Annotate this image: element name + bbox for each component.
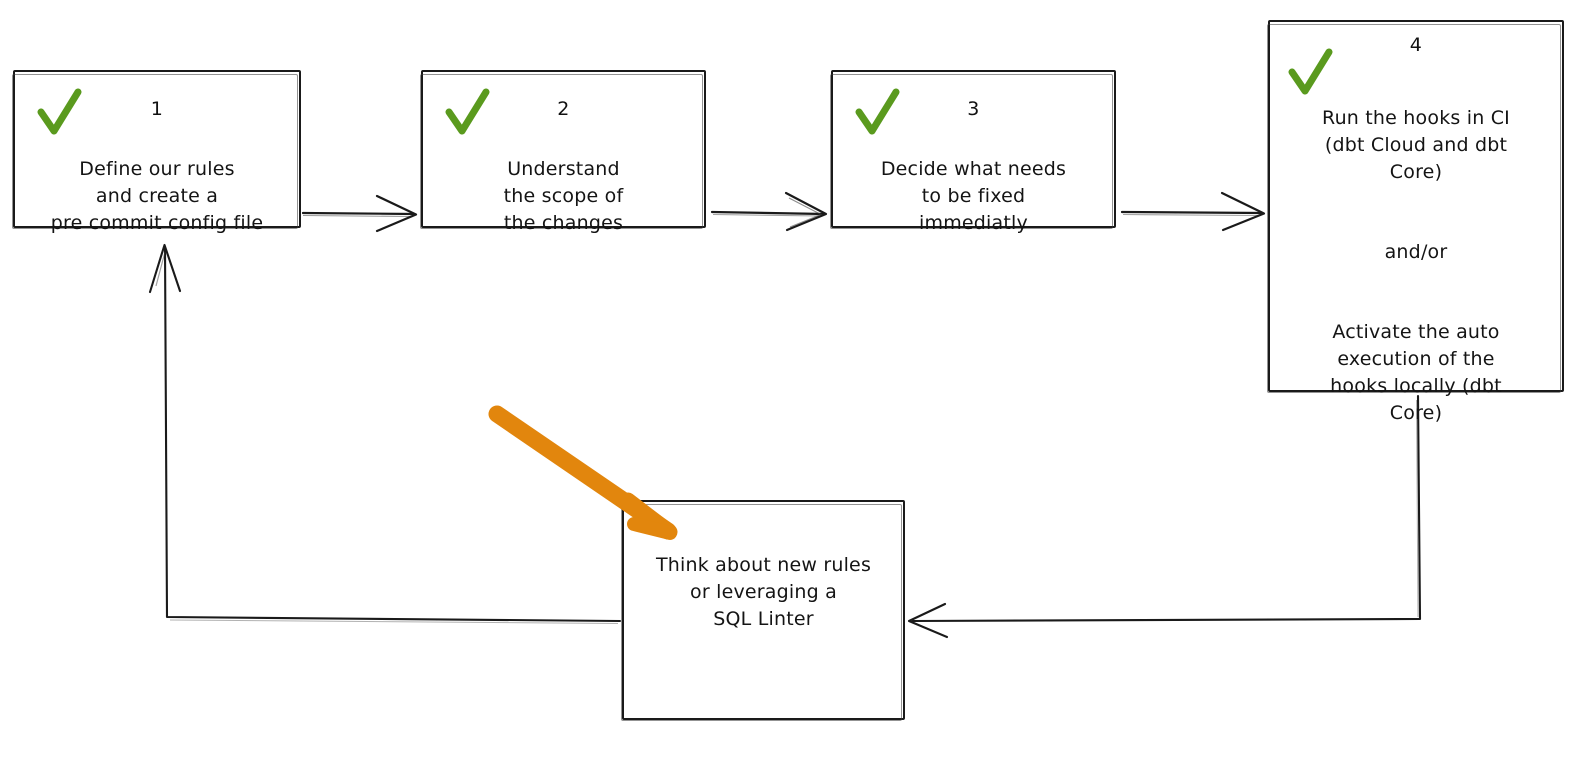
arrow-2-to-3	[710, 191, 828, 232]
arrow-1-to-2	[301, 194, 418, 233]
node-step-1[interactable]: 1 Define our rules and create a pre comm…	[12, 70, 301, 234]
node-text-step-1: Define our rules and create a pre commit…	[50, 158, 264, 234]
node-step-3[interactable]: 3 Decide what needs to be fixed immediat…	[830, 70, 1116, 234]
node-loop-new-rules[interactable]: Think about new rules or leveraging a SQ…	[621, 500, 905, 721]
green-check-icon	[855, 88, 900, 135]
node-text-step-4-part-1: Run the hooks in CI (dbt Cloud and dbt C…	[1322, 107, 1510, 183]
step-number-1: 1	[150, 98, 164, 120]
arrow-loop-to-1	[148, 243, 622, 624]
arrow-3-to-4	[1120, 191, 1266, 232]
node-text-step-4-part-2: and/or	[1384, 241, 1448, 263]
green-check-icon	[445, 88, 490, 135]
green-check-icon	[1288, 48, 1333, 95]
node-text-step-2: Understand the scope of the changes	[503, 158, 624, 234]
step-number-3: 3	[967, 98, 980, 120]
node-step-4[interactable]: 4 Run the hooks in CI (dbt Cloud and dbt…	[1267, 20, 1564, 424]
step-number-4: 4	[1409, 34, 1423, 56]
node-step-2[interactable]: 2 Understand the scope of the changes	[420, 70, 706, 234]
node-text-loop: Think about new rules or leveraging a SQ…	[655, 554, 872, 630]
green-check-icon	[37, 88, 82, 135]
step-number-2: 2	[557, 98, 570, 120]
node-text-step-3: Decide what needs to be fixed immediatly	[880, 158, 1067, 234]
node-text-step-4: Run the hooks in CI (dbt Cloud and dbt C…	[1276, 78, 1556, 454]
node-text-step-4-part-3: Activate the auto execution of the hooks…	[1330, 321, 1502, 424]
